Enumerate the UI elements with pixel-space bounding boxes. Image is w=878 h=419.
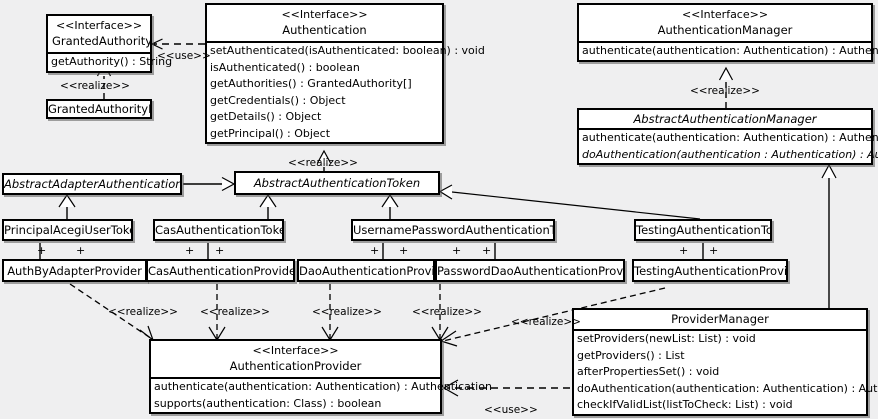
stereotype-label: <<Interface>> [55, 19, 143, 32]
generalization-castoken-abstracttoken [259, 193, 277, 219]
edge-label-realize-testing: <<realize>> [511, 316, 581, 328]
class-provider-manager[interactable]: ProviderManager setProviders(newList: Li… [572, 308, 878, 416]
multiplicity-marker: + [37, 244, 47, 257]
multiplicity-marker: + [679, 244, 689, 257]
operations-compartment: setProviders(newList: List) : void getPr… [574, 329, 878, 414]
edge-label-use-providermanager: <<use>> [484, 404, 538, 416]
multiplicity-marker: + [370, 244, 380, 257]
operations-compartment: authenticate(authentication: Authenticat… [579, 128, 878, 163]
generalization-providermanager-abstractauthenticationmanager [821, 163, 837, 308]
operation-row: getAuthorities() : GrantedAuthority[] [210, 77, 412, 90]
class-dao-authentication-provider[interactable]: DaoAuthenticationProvider [297, 259, 435, 282]
class-abstract-authentication-token[interactable]: AbstractAuthenticationToken [234, 171, 440, 195]
generalization-principalacegiusertoken-abstractadaptertoken [58, 193, 76, 219]
operation-row: afterPropertiesSet() : void [577, 365, 720, 378]
class-name-label: TestingAuthenticationProvider [634, 264, 788, 278]
class-auth-by-adapter-provider[interactable]: AuthByAdapterProvider [2, 259, 147, 282]
generalization-usernamepasswordtoken-abstracttoken [381, 193, 399, 219]
edge-label-use-authentication-grantedauthority: <<use>> [157, 50, 211, 62]
edge-label-realize-cas: <<realize>> [200, 306, 270, 318]
class-authentication-manager[interactable]: <<Interface>> AuthenticationManager auth… [577, 3, 878, 62]
operations-compartment: setAuthenticated(isAuthenticated: boolea… [207, 41, 485, 142]
operation-row: authenticate(authentication: Authenticat… [582, 131, 878, 144]
class-header: <<Interface>> Authentication [207, 5, 442, 41]
class-name-label: PrincipalAcegiUserToken [4, 223, 133, 237]
class-name-label: Authentication [282, 23, 367, 37]
generalization-testingtoken-abstracttoken [438, 184, 701, 220]
edge-label-realize-abstractmanager: <<realize>> [690, 85, 760, 97]
operation-row: doAuthentication(authentication : Authen… [582, 147, 878, 161]
class-name-label: AbstractAuthenticationToken [253, 176, 421, 190]
operation-row: getProviders() : List [577, 348, 685, 362]
operation-row: setAuthenticated(isAuthenticated: boolea… [210, 44, 485, 57]
multiplicity-marker: + [215, 244, 225, 257]
class-authentication-provider[interactable]: <<Interface>> AuthenticationProvider aut… [149, 339, 492, 414]
operation-row: checkIfValidList(listToCheck: List) : vo… [577, 398, 793, 411]
class-name-label: AuthenticationProvider [229, 359, 362, 373]
operations-compartment: authenticate(authentication: Authenticat… [579, 41, 878, 60]
edge-label-realize-grantedauthorityimpl: <<realize>> [60, 80, 130, 92]
class-name-label: GrantedAuthority [52, 34, 153, 48]
class-name-label: AuthenticationManager [657, 23, 793, 37]
operations-compartment: authenticate(authentication: Authenticat… [151, 377, 492, 412]
stereotype-label: <<Interface>> [281, 8, 368, 21]
dependency-providermanager-authenticationprovider [442, 379, 570, 397]
class-granted-authority[interactable]: <<Interface>> GrantedAuthority getAuthor… [46, 14, 173, 73]
class-abstract-adapter-authentication-token[interactable]: AbstractAdapterAuthenticationToken [2, 173, 182, 195]
class-name-label: AuthByAdapterProvider [7, 264, 142, 278]
class-name-label: GrantedAuthorityImpl [48, 102, 152, 116]
multiplicity-marker: + [399, 244, 409, 257]
class-username-password-authentication-token[interactable]: UsernamePasswordAuthenticationToken [351, 219, 555, 241]
operation-row: supports(authentication: Class) : boolea… [154, 396, 382, 410]
class-name-label: UsernamePasswordAuthenticationToken [353, 223, 555, 237]
class-name-label: PasswordDaoAuthenticationProvider [437, 264, 625, 278]
operations-compartment: getAuthority() : String [48, 52, 173, 71]
class-name-label: CasAuthenticationProvider [148, 264, 295, 278]
class-name-label: AbstractAuthenticationManager [633, 112, 817, 126]
stereotype-label: <<Interface>> [681, 8, 769, 21]
operation-row: doAuthentication(authentication: Authent… [577, 381, 878, 395]
class-header: ProviderManager [574, 310, 866, 329]
class-authentication[interactable]: <<Interface>> Authentication setAuthenti… [205, 3, 485, 144]
multiplicity-marker: + [452, 244, 462, 257]
multiplicity-marker: + [76, 244, 86, 257]
multiplicity-marker: + [482, 244, 492, 257]
class-name-label: ProviderManager [671, 312, 769, 326]
generalization-abstractadaptertoken-abstracttoken [183, 176, 236, 192]
operation-row: authenticate(authentication: Authenticat… [154, 380, 492, 393]
class-testing-authentication-token[interactable]: TestingAuthenticationToken [634, 219, 772, 241]
operation-row: getDetails() : Object [210, 110, 322, 123]
class-header: <<Interface>> AuthenticationManager [579, 5, 871, 41]
multiplicity-marker: + [709, 244, 719, 257]
class-granted-authority-impl[interactable]: GrantedAuthorityImpl [46, 99, 152, 119]
operation-row: getCredentials() : Object [210, 93, 346, 107]
class-name-label: DaoAuthenticationProvider [299, 264, 435, 278]
edge-label-realize-authbyadapter: <<realize>> [108, 306, 178, 318]
class-abstract-authentication-manager[interactable]: AbstractAuthenticationManager authentica… [577, 108, 878, 165]
class-principal-acegi-user-token[interactable]: PrincipalAcegiUserToken [2, 219, 133, 241]
multiplicity-marker: + [185, 244, 195, 257]
operation-row: isAuthenticated() : boolean [210, 60, 360, 74]
class-header: <<Interface>> GrantedAuthority [48, 16, 153, 52]
operation-row: authenticate(authentication: Authenticat… [582, 44, 878, 57]
operation-row: getAuthority() : String [51, 55, 173, 68]
edge-label-realize-dao: <<realize>> [312, 306, 382, 318]
edge-label-realize-abstracttoken-authentication: <<realize>> [288, 157, 358, 169]
edge-label-realize-passworddao: <<realize>> [412, 306, 482, 318]
class-header: AbstractAuthenticationManager [579, 110, 871, 128]
class-header: <<Interface>> AuthenticationProvider [151, 341, 440, 377]
class-name-label: TestingAuthenticationToken [636, 223, 770, 237]
realization-abstractauthenticationmanager-authenticationmanager [718, 66, 734, 108]
class-name-label: CasAuthenticationToken [155, 223, 284, 237]
class-testing-authentication-provider[interactable]: TestingAuthenticationProvider [632, 259, 788, 282]
class-password-dao-authentication-provider[interactable]: PasswordDaoAuthenticationProvider [435, 259, 625, 282]
class-cas-authentication-token[interactable]: CasAuthenticationToken [153, 219, 284, 241]
operation-row: setProviders(newList: List) : void [577, 332, 756, 345]
stereotype-label: <<Interface>> [252, 344, 339, 357]
class-name-label: AbstractAdapterAuthenticationToken [4, 177, 182, 191]
class-cas-authentication-provider[interactable]: CasAuthenticationProvider [146, 259, 295, 282]
operation-row: getPrincipal() : Object [210, 126, 331, 140]
